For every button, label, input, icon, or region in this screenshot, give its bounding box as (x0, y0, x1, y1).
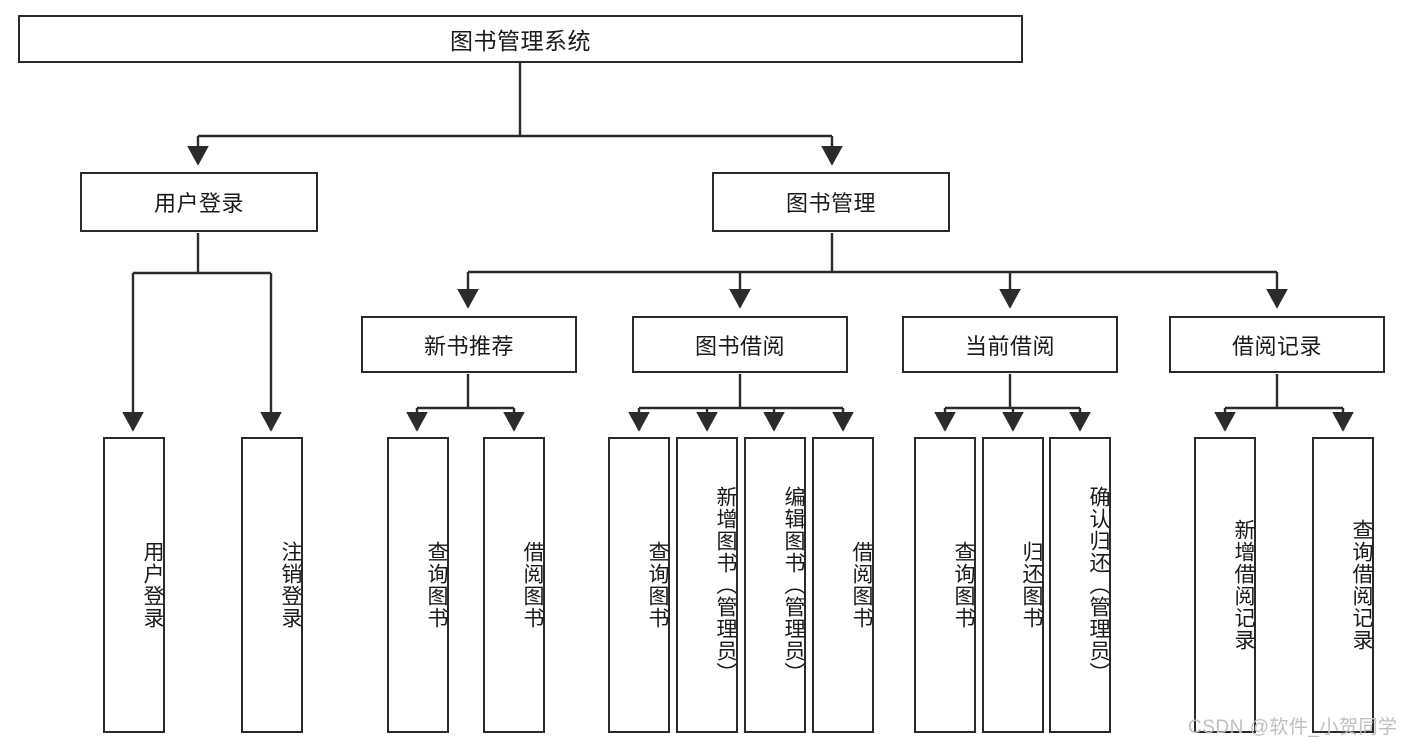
node-book-management[interactable]: 图书管理 (712, 172, 950, 232)
node-leaf-add-book[interactable]: 新增图书（管理员） (676, 437, 738, 733)
node-leaf-query-book-2[interactable]: 查询图书 (608, 437, 670, 733)
node-leaf-query-book-3[interactable]: 查询图书 (914, 437, 976, 733)
node-leaf-add-record[interactable]: 新增借阅记录 (1194, 437, 1256, 733)
leaf-label: 查询图书 (646, 541, 669, 629)
leaf-label: 查询借阅记录 (1350, 519, 1373, 651)
leaf-label: 编辑图书（管理员） (782, 486, 805, 684)
node-leaf-query-book-1[interactable]: 查询图书 (387, 437, 449, 733)
node-leaf-borrow-book-1[interactable]: 借阅图书 (483, 437, 545, 733)
leaf-label: 查询图书 (425, 541, 448, 629)
node-borrow-record[interactable]: 借阅记录 (1169, 316, 1385, 373)
watermark-text: CSDN @软件_小贺同学 (1188, 717, 1398, 738)
leaf-label: 查询图书 (952, 541, 975, 629)
node-leaf-user-login[interactable]: 用户登录 (103, 437, 165, 733)
node-leaf-edit-book[interactable]: 编辑图书（管理员） (744, 437, 806, 733)
node-leaf-confirm-return[interactable]: 确认归还（管理员） (1049, 437, 1111, 733)
node-leaf-borrow-book-2[interactable]: 借阅图书 (812, 437, 874, 733)
node-leaf-user-logout[interactable]: 注销登录 (241, 437, 303, 733)
leaf-label: 确认归还（管理员） (1087, 486, 1110, 684)
node-user-login[interactable]: 用户登录 (80, 172, 318, 232)
leaf-label: 用户登录 (141, 541, 164, 629)
leaf-label: 借阅图书 (521, 541, 544, 629)
leaf-label: 注销登录 (279, 541, 302, 629)
node-leaf-query-record[interactable]: 查询借阅记录 (1312, 437, 1374, 733)
leaf-label: 新增借阅记录 (1232, 519, 1255, 651)
leaf-label: 归还图书 (1020, 541, 1043, 629)
node-leaf-return-book[interactable]: 归还图书 (982, 437, 1044, 733)
node-new-book-recommend[interactable]: 新书推荐 (361, 316, 577, 373)
node-current-borrow[interactable]: 当前借阅 (902, 316, 1118, 373)
leaf-label: 借阅图书 (850, 541, 873, 629)
leaf-label: 新增图书（管理员） (714, 486, 737, 684)
node-book-borrow[interactable]: 图书借阅 (632, 316, 848, 373)
node-root-system[interactable]: 图书管理系统 (18, 15, 1023, 63)
